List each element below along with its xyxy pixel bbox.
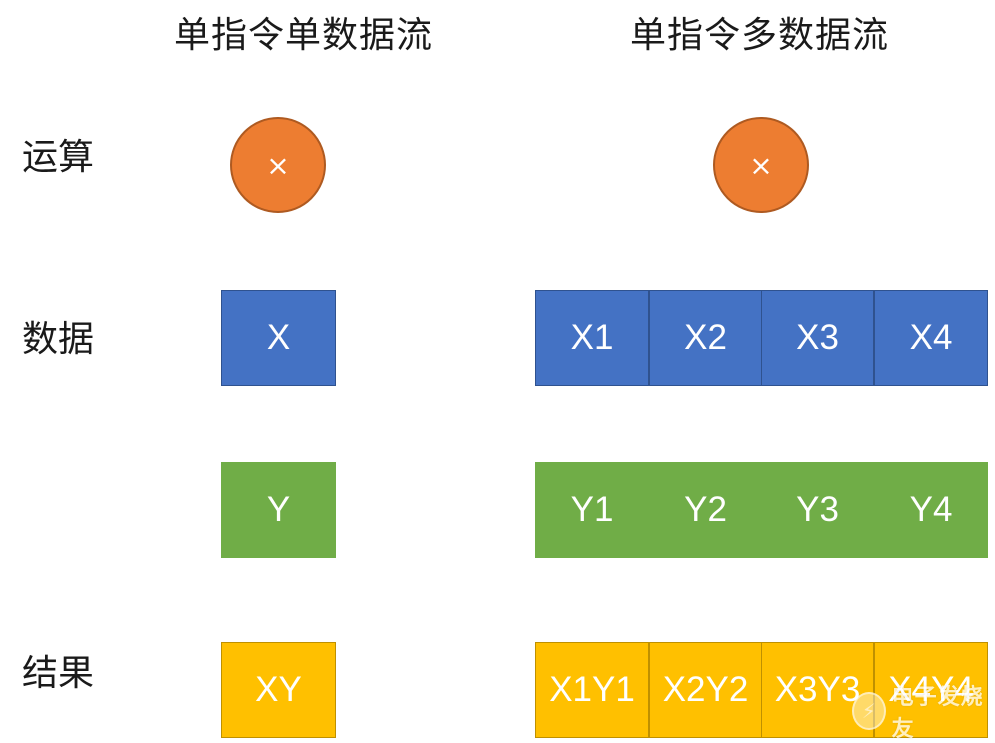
simd-result-x3y3: X3Y3 xyxy=(761,642,874,738)
row-label-operation: 运算 xyxy=(22,137,95,178)
simd-data-y2: Y2 xyxy=(649,462,762,558)
elecfans-logo-icon: ⚡ xyxy=(852,692,886,730)
simd-data-y1: Y1 xyxy=(535,462,649,558)
simd-data-y4: Y4 xyxy=(874,462,988,558)
sisd-data-y: Y xyxy=(221,462,336,558)
simd-title: 单指令多数据流 xyxy=(630,15,890,56)
simd-result-x1y1: X1Y1 xyxy=(535,642,649,738)
simd-multiply-operator: × xyxy=(713,117,809,213)
simd-data-x1: X1 xyxy=(535,290,649,386)
simd-data-x2: X2 xyxy=(649,290,762,386)
simd-data-y3: Y3 xyxy=(761,462,874,558)
simd-data-x4: X4 xyxy=(874,290,988,386)
row-label-data: 数据 xyxy=(22,319,95,360)
watermark-text: 电子发烧友 xyxy=(891,685,984,742)
simd-data-x3: X3 xyxy=(761,290,874,386)
sisd-multiply-operator: × xyxy=(230,117,326,213)
sisd-title: 单指令单数据流 xyxy=(174,15,434,56)
row-label-result: 结果 xyxy=(22,653,95,694)
elecfans-watermark: ⚡ 电子发烧友 xyxy=(852,685,992,742)
sisd-data-x: X xyxy=(221,290,336,386)
simd-result-x2y2: X2Y2 xyxy=(649,642,762,738)
sisd-result-xy: XY xyxy=(221,642,336,738)
